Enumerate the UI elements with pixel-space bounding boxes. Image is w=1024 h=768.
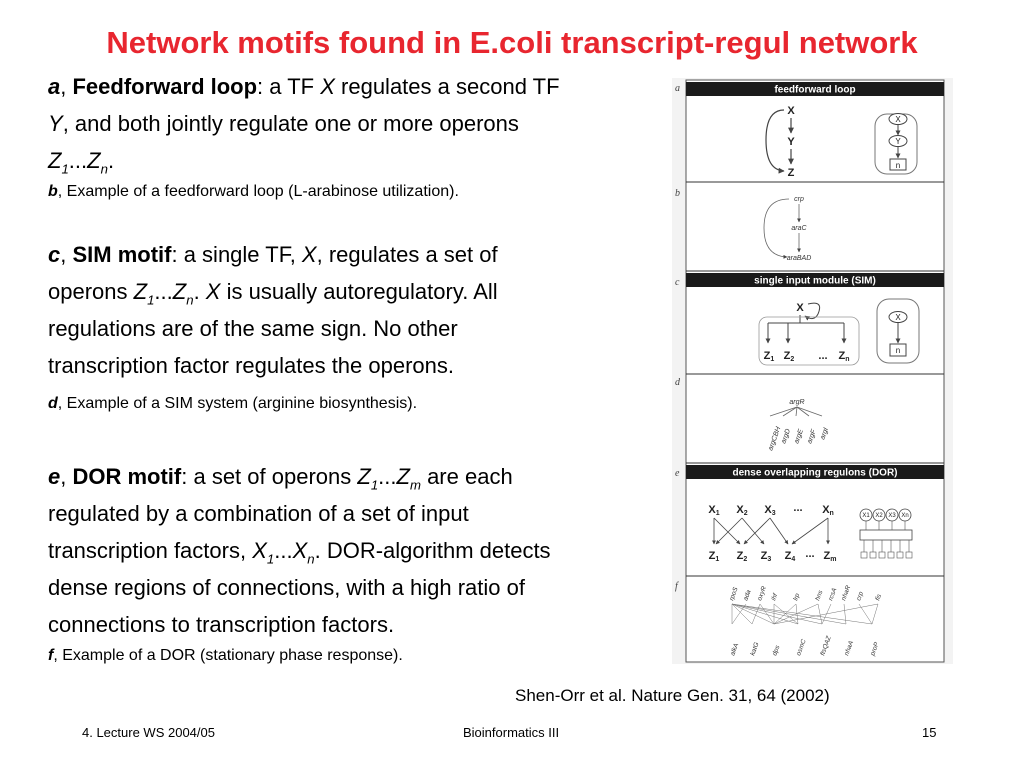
sim-z2: Z2 [784,350,795,363]
ex-f-target: nhaA [843,640,855,657]
dor-mini-x: Xn [901,513,908,519]
ex-f-tf: fis [874,592,883,601]
ex-f-tf: hns [814,589,824,602]
header-feedforward: feedforward loop [774,85,855,96]
sim-zn: Zn [838,350,849,363]
panel-letter-b: b [675,188,680,199]
ffl-mini-y: Y [895,137,901,146]
footer-right: 15 [922,725,937,740]
footer-center: Bioinformatics III [463,725,560,740]
dor-x2: X2 [736,504,747,517]
ex-b-arabad: araBAD [787,255,812,262]
ex-f-tf: rpoS [728,586,740,602]
section-e-line5: connections to transcription factors. [48,612,395,637]
header-sim: single input module (SIM) [754,276,876,287]
section-c-line2: operons Z1...Zn. X is usually autoregula… [48,279,498,308]
network-motif-figure: a b c d e f feedforward loop X Y Z X Y n… [672,78,953,664]
section-e-line3: transcription factors, X1...Xn. DOR-algo… [48,538,551,567]
dor-dots-bottom: ... [805,548,814,560]
ffl-z: Z [788,167,795,179]
panel-letter-c: c [675,277,680,288]
footer-left: 4. Lecture WS 2004/05 [82,725,215,740]
panel-letter-f: f [675,581,679,592]
ex-d-argr: argR [789,399,804,406]
ffl-mini-x: X [895,115,901,124]
dor-mini-x: X2 [875,513,883,519]
panel-letter-d: d [675,377,681,388]
sim-dots: ... [818,350,827,362]
section-c-line3: regulations are of the same sign. No oth… [48,316,458,341]
section-a-line2: Y, and both jointly regulate one or more… [48,111,519,136]
section-e-line1: e, DOR motif: a set of operons Z1...Zm a… [48,464,513,493]
dor-x1: X1 [708,504,719,517]
ex-f-tf: crp [855,590,865,601]
section-f: f, Example of a DOR (stationary phase re… [48,647,403,664]
sim-x: X [796,302,804,314]
section-c-line4: transcription factor regulates the opero… [48,353,455,378]
ex-f-target: dps [771,644,781,657]
ex-f-tf: nhaR [840,584,852,601]
dor-x3: X3 [764,504,775,517]
ffl-x: X [787,105,795,117]
dor-xn: Xn [822,504,834,517]
dor-z3: Z3 [761,550,772,563]
header-dor: dense overlapping regulons (DOR) [732,468,897,479]
section-b: b, Example of a feedforward loop (L-arab… [48,183,459,200]
ex-f-tf: ihf [770,592,779,602]
slide-title: Network motifs found in E.coli transcrip… [106,25,918,60]
citation: Shen-Orr et al. Nature Gen. 31, 64 (2002… [515,686,830,705]
section-a-line3: Z1...Zn. [48,148,115,177]
ex-d-target: argI [819,427,830,441]
section-c-line1: c, SIM motif: a single TF, X, regulates … [48,242,498,267]
ex-d-target: argF [806,428,818,445]
section-e-line2: regulated by a combination of a set of i… [48,501,469,526]
sim-mini-n: n [896,346,900,355]
dor-dots-top: ... [793,502,802,514]
ffl-y: Y [787,136,795,148]
ffl-mini-n: n [896,161,900,170]
dor-mini-x: X1 [862,513,870,519]
panel-letter-a: a [675,83,680,94]
sim-z1: Z1 [764,350,775,363]
ex-f-tf: oxyR [756,585,768,602]
ex-f-tf: rcsA [827,587,838,602]
ex-f-target: proP [869,641,881,658]
section-d: d, Example of a SIM system (arginine bio… [48,395,418,412]
ex-f-target: alkA [729,642,740,656]
panel-letter-e: e [675,468,680,479]
dor-zm: Zm [824,550,837,563]
ex-f-tf: lrp [792,592,801,602]
ex-d-target: argD [780,428,792,445]
sim-mini-x: X [895,313,901,322]
ex-f-tf: ada [742,589,752,602]
dor-z2: Z2 [737,550,748,563]
dor-z1: Z1 [709,550,720,563]
ex-b-crp: crp [794,196,804,203]
dor-mini-x: X3 [888,513,896,519]
ex-f-target: katG [749,641,760,656]
dor-z4: Z4 [785,550,796,563]
section-e-line4: dense regions of connections, with a hig… [48,575,525,600]
section-a-line1: a, Feedforward loop: a TF X regulates a … [48,74,560,99]
ex-b-arac: araC [791,225,807,232]
ex-d-target: argE [793,428,805,445]
